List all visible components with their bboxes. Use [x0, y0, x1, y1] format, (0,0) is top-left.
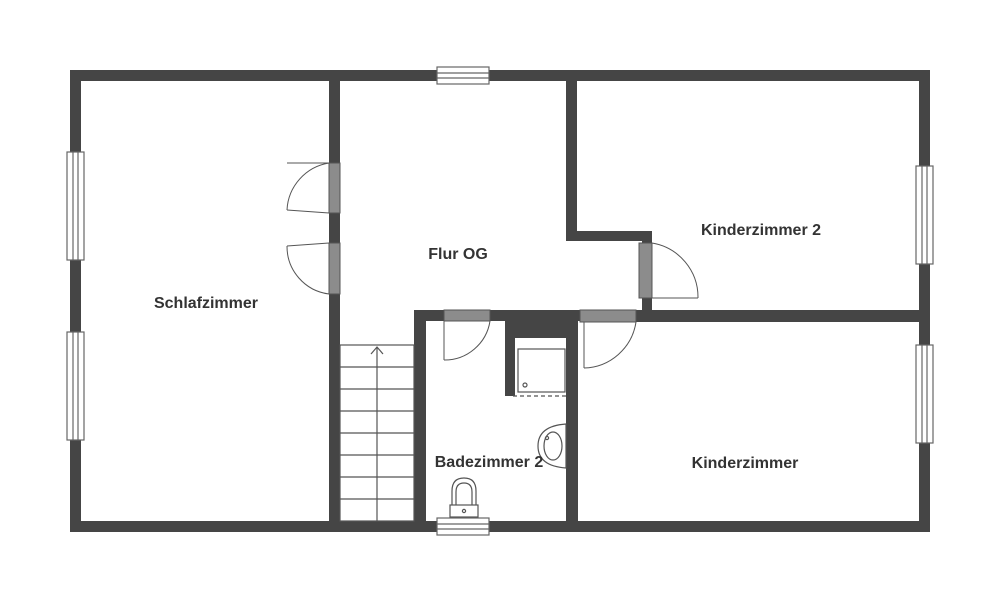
shower-icon [513, 348, 567, 397]
outer-wall-top [70, 70, 930, 81]
outer-wall-right [919, 70, 930, 532]
door-badezimmer [443, 309, 491, 361]
room-label-badezimmer-2: Badezimmer 2 [435, 454, 544, 471]
window-top-flur [436, 66, 490, 85]
wall-shower-top [505, 320, 567, 338]
outer-wall-left [70, 70, 81, 532]
wall-kinderzimmer2-bottom [636, 310, 930, 322]
door-kinderzimmer2 [638, 242, 699, 299]
window-right-lower [915, 344, 934, 444]
outer-wall-bottom [70, 521, 930, 532]
wall-bad-right [566, 310, 578, 521]
window-bottom-bad [436, 517, 490, 536]
room-label-kinderzimmer: Kinderzimmer [692, 455, 799, 472]
room-labels: Schlafzimmer Flur OG Kinderzimmer 2 Kind… [154, 222, 821, 472]
wall-bad-top-mid [490, 310, 580, 321]
windows [66, 66, 934, 536]
walls [70, 70, 930, 532]
door-kinderzimmer [579, 309, 637, 369]
stair-icon [339, 344, 415, 522]
wall-kinderzimmer2-left [566, 81, 577, 241]
sink-icon [537, 423, 567, 469]
room-label-flur: Flur OG [428, 246, 488, 263]
wall-shower-left [505, 320, 515, 396]
wall-schlafzimmer-flur [329, 81, 340, 163]
wall-kinderzimmer2-step [566, 231, 652, 241]
window-right-upper [915, 165, 934, 265]
room-label-kinderzimmer-2: Kinderzimmer 2 [701, 222, 821, 239]
window-left-lower [66, 331, 85, 441]
doors [286, 162, 699, 369]
wall-bad-top-left [414, 310, 444, 321]
door-schlafzimmer-lower [286, 242, 341, 295]
window-left-upper [66, 151, 85, 261]
toilet-icon [449, 477, 479, 518]
wall-bad-left [414, 310, 426, 521]
door-schlafzimmer-upper [286, 162, 341, 214]
room-label-schlafzimmer: Schlafzimmer [154, 295, 258, 312]
